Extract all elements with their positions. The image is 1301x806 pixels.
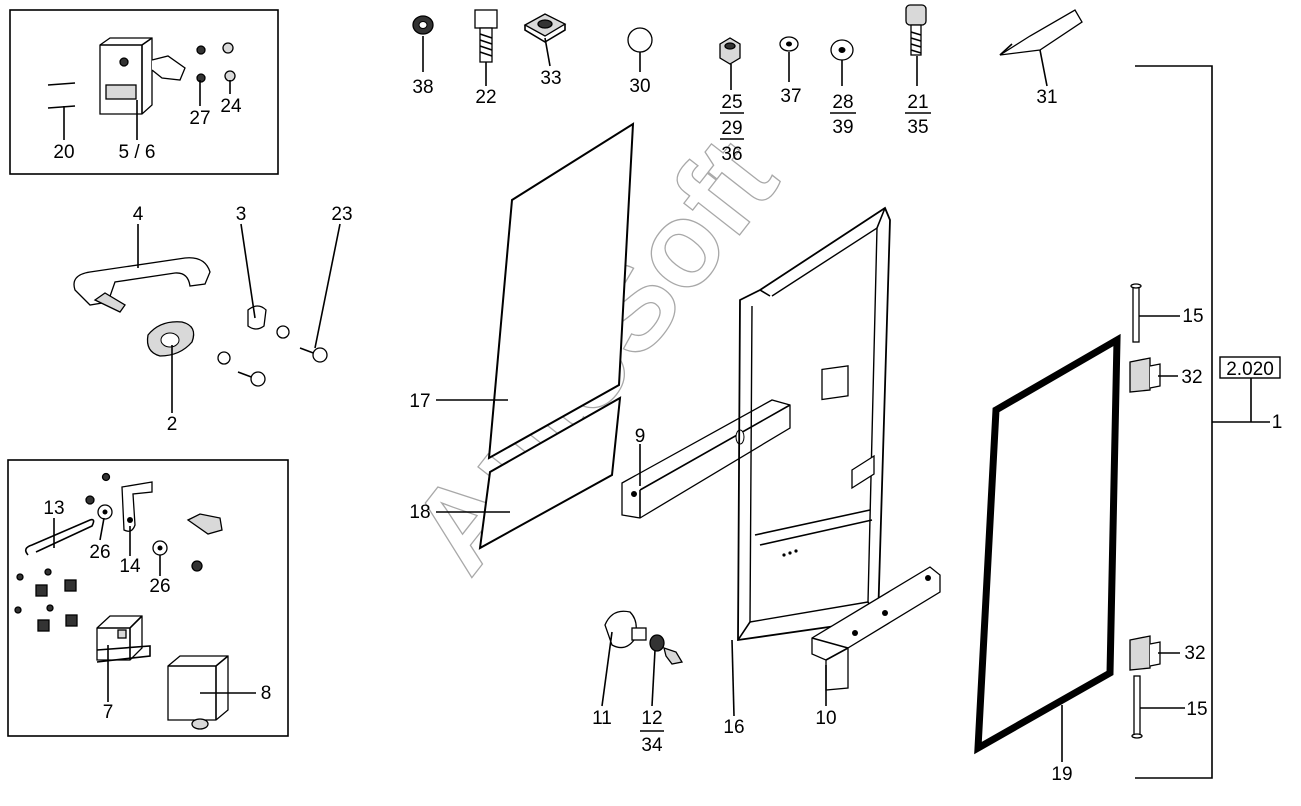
callout-14: 14 — [119, 556, 141, 577]
callout-26-right: 26 — [149, 576, 170, 597]
callout-16: 16 — [723, 717, 744, 738]
callout-15-top: 15 — [1182, 306, 1203, 327]
part-38-washer — [412, 15, 434, 35]
part-30-plug — [627, 27, 653, 53]
fraction-bars — [640, 112, 931, 732]
callout-2: 2 — [167, 414, 178, 435]
section-ref-label: 2.020 — [1226, 359, 1274, 380]
part-32-hinge-top — [1129, 357, 1161, 393]
callout-38: 38 — [412, 77, 433, 98]
part-8-housing — [167, 655, 229, 730]
callout-23: 23 — [331, 204, 352, 225]
leader-lines — [53, 36, 1185, 762]
part-15-pin-bottom — [1131, 675, 1143, 739]
callout-36: 36 — [721, 144, 742, 165]
callout-35: 35 — [907, 117, 928, 138]
callout-19: 19 — [1051, 764, 1072, 785]
callout-5-6: 5 / 6 — [119, 142, 156, 163]
callout-37: 37 — [780, 86, 801, 107]
callout-12: 12 — [641, 708, 662, 729]
part-18-glass — [478, 396, 622, 550]
part-14-bracket — [121, 481, 153, 532]
section-ref-box — [1219, 356, 1281, 379]
callout-13: 13 — [43, 498, 64, 519]
part-31-tool — [999, 9, 1083, 56]
callout-15-bottom: 15 — [1186, 699, 1207, 720]
callout-17: 17 — [409, 391, 430, 412]
callout-18: 18 — [409, 502, 430, 523]
callout-11: 11 — [592, 708, 612, 729]
part-5-6-lock — [99, 37, 186, 115]
part-20-screws — [47, 82, 76, 109]
part-3-23-washers — [217, 325, 290, 365]
callout-26-left: 26 — [89, 542, 110, 563]
callout-4: 4 — [133, 204, 144, 225]
callout-30: 30 — [629, 76, 650, 97]
callout-27: 27 — [189, 108, 210, 129]
callout-7: 7 — [103, 702, 114, 723]
part-33-cage-nut — [523, 13, 567, 43]
part-9-rail — [621, 399, 791, 519]
callout-39: 39 — [832, 117, 853, 138]
part-21-cap-screw — [905, 4, 927, 56]
callout-10: 10 — [815, 708, 836, 729]
detail-box-lock — [9, 9, 279, 175]
callout-20: 20 — [53, 142, 74, 163]
latch-small-hardware — [14, 513, 223, 632]
part-26-washers — [85, 472, 168, 556]
callout-22: 22 — [475, 87, 496, 108]
callout-32-bottom: 32 — [1184, 643, 1205, 664]
callout-33: 33 — [540, 68, 561, 89]
callout-31: 31 — [1036, 87, 1057, 108]
callouts: 38 22 33 30 25 29 36 37 28 39 21 35 31 2… — [43, 68, 1282, 785]
part-3-plate — [247, 305, 267, 330]
part-22-bolt — [474, 9, 498, 63]
assembly-bracket — [1135, 65, 1270, 779]
callout-9: 9 — [635, 426, 646, 447]
callout-1: 1 — [1272, 412, 1283, 433]
callout-34: 34 — [641, 735, 663, 756]
part-17-glass — [487, 122, 635, 460]
callout-24: 24 — [220, 96, 242, 117]
part-12-washer-nut — [649, 634, 684, 665]
part-23-screws — [237, 347, 328, 387]
part-27-24-nuts — [196, 42, 236, 83]
detail-box-latch — [7, 459, 289, 737]
callout-28: 28 — [832, 92, 853, 113]
part-10-bracket — [811, 566, 941, 691]
part-15-pin-top — [1130, 283, 1142, 343]
part-11-buffer — [604, 610, 647, 649]
callout-32-top: 32 — [1181, 367, 1202, 388]
part-13-rod — [24, 518, 95, 556]
part-19-seal — [974, 333, 1121, 755]
part-32-hinge-bottom — [1129, 635, 1161, 671]
callout-3: 3 — [236, 204, 247, 225]
callout-21: 21 — [907, 92, 928, 113]
part-28-washer — [830, 39, 854, 61]
part-25-nut — [719, 37, 741, 65]
callout-8: 8 — [261, 683, 272, 704]
part-4-handle — [73, 257, 211, 313]
part-2-escutcheon — [146, 321, 195, 357]
part-37-washer — [779, 36, 799, 52]
part-7-latch — [96, 615, 151, 663]
callout-25: 25 — [721, 92, 742, 113]
callout-29: 29 — [721, 118, 742, 139]
